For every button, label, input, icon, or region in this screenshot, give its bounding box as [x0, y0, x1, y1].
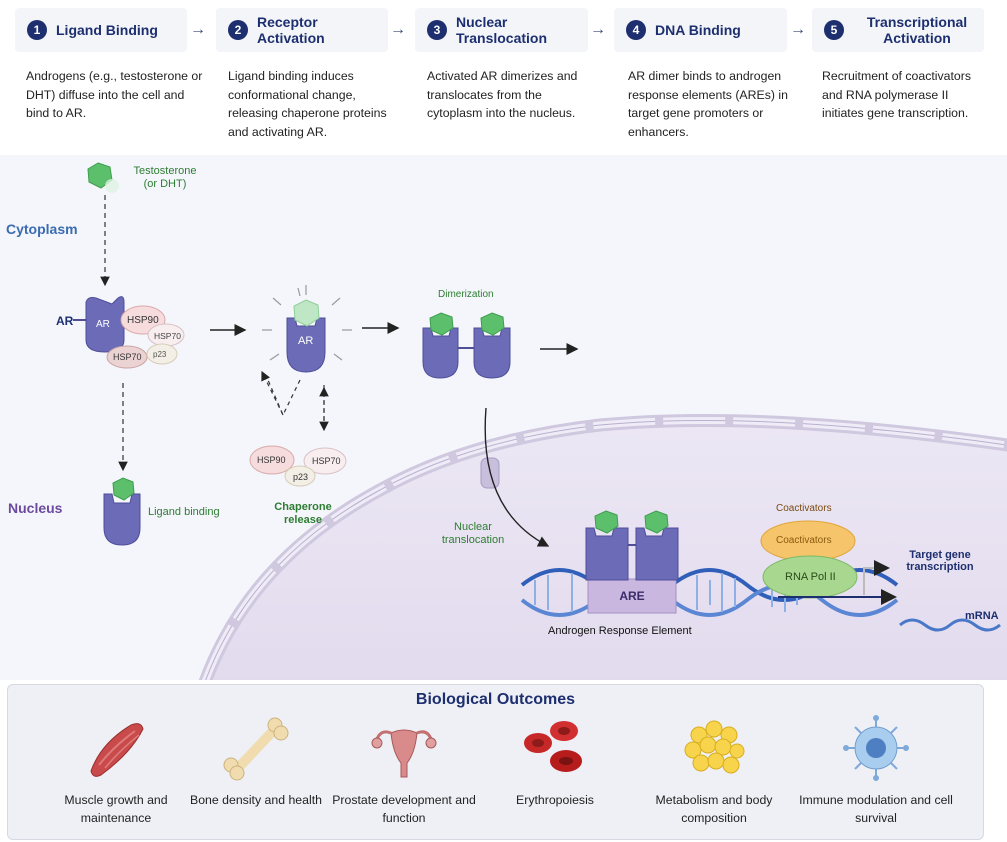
- outcomes-title: Biological Outcomes: [415, 691, 576, 708]
- pathway-diagram: Testosterone (or DHT) Cytoplasm Nucleus …: [0, 155, 1007, 680]
- step-5-title: Transcriptional Activation: [866, 14, 968, 46]
- hsp70-label-released: HSP70: [312, 456, 341, 466]
- step-2-description: Ligand binding induces conformational ch…: [228, 69, 387, 139]
- step-4-header: 4 DNA Binding: [614, 8, 787, 52]
- hsp90-label-complex: HSP90: [127, 315, 159, 326]
- step-1-header: 1 Ligand Binding: [15, 8, 187, 52]
- step-2-header: 2 Receptor Activation: [216, 8, 388, 52]
- outcome-erythropoiesis: Erythropoiesis: [475, 713, 635, 809]
- step-3-number: 3: [427, 20, 447, 40]
- hsp70-label-complex-1: HSP70: [154, 331, 181, 341]
- step-arrow-4: →: [790, 21, 806, 38]
- step-arrow-1: →: [190, 21, 206, 38]
- nuclear-translocation-label: Nuclear translocation: [441, 521, 505, 546]
- dna-bound-dimer: [585, 510, 679, 581]
- outcome-prostate: Prostate development and function: [324, 713, 484, 827]
- step-1-description: Androgens (e.g., testosterone or DHT) di…: [26, 69, 203, 120]
- are-caption: Androgen Response Element: [548, 625, 692, 637]
- chaperone-release-label: Chaperone release: [274, 501, 332, 526]
- step-5-header: 5 Transcriptional Activation: [812, 8, 984, 52]
- outcome-metabolism: Metabolism and body composition: [634, 713, 794, 827]
- nucleus-label: Nucleus: [8, 500, 63, 516]
- testosterone-ligand: [87, 162, 119, 193]
- transcription-start-arrow: [863, 560, 890, 595]
- step-3-description: Activated AR dimerizes and translocates …: [427, 69, 578, 120]
- testosterone-label: Testosterone (or DHT): [133, 165, 197, 190]
- coactivators-title-label: Coactivators: [776, 503, 832, 514]
- red-blood-cells-icon: [524, 721, 582, 772]
- outcome-bone-label: Bone density and health: [190, 793, 322, 807]
- step-arrow-3: →: [590, 21, 606, 38]
- p23-label-complex: p23: [153, 350, 167, 359]
- target-gene-label: Target gene transcription: [906, 549, 974, 573]
- outcome-metabolism-label: Metabolism and body composition: [655, 793, 773, 825]
- step-2-title: Receptor Activation: [257, 14, 325, 46]
- fat-cells-icon: [684, 720, 745, 774]
- hsp90-label-released: HSP90: [257, 455, 286, 465]
- outcome-muscle: Muscle growth and maintenance: [36, 713, 196, 827]
- rna-pol-label: RNA Pol II: [785, 571, 836, 583]
- ar-label-activated: AR: [298, 335, 314, 347]
- step-1-number: 1: [27, 20, 47, 40]
- prostate-icon: [371, 729, 437, 778]
- step-4-title: DNA Binding: [655, 22, 741, 38]
- are-label: ARE: [619, 589, 645, 603]
- mrna-strand: [899, 618, 1001, 632]
- ligand-binding-label: Ligand binding: [148, 506, 220, 518]
- nuclear-translocation-arrow: [484, 407, 550, 547]
- dimerization-label: Dimerization: [438, 289, 494, 300]
- outcome-muscle-label: Muscle growth and maintenance: [64, 793, 168, 825]
- coactivators-label: Coactivators: [776, 535, 832, 546]
- biological-outcomes-panel: Biological Outcomes Muscle growth and ma…: [7, 684, 984, 840]
- ar-dimer: [422, 312, 511, 379]
- outcome-immune-label: Immune modulation and cell survival: [799, 793, 953, 825]
- outcome-erythropoiesis-label: Erythropoiesis: [516, 793, 594, 807]
- outcome-prostate-label: Prostate development and function: [332, 793, 476, 825]
- p23-label-released: p23: [293, 472, 309, 482]
- ar-label-complex: AR: [96, 319, 110, 330]
- step-5-description: Recruitment of coactivators and RNA poly…: [822, 69, 971, 120]
- step-4-number: 4: [626, 20, 646, 40]
- outcome-bone: Bone density and health: [176, 713, 336, 809]
- outcome-immune: Immune modulation and cell survival: [796, 713, 956, 827]
- step-4-description: AR dimer binds to androgen response elem…: [628, 69, 788, 139]
- pathway-diagram-svg: [73, 162, 1007, 680]
- step-5-number: 5: [824, 20, 844, 40]
- activated-ar: [262, 285, 352, 373]
- step-3-title: Nuclear Translocation: [456, 14, 548, 46]
- cytoplasm-label: Cytoplasm: [6, 221, 78, 237]
- released-chaperones: [249, 445, 347, 487]
- bone-icon: [223, 717, 289, 781]
- immune-cell-icon: [843, 715, 909, 781]
- step-2-number: 2: [228, 20, 248, 40]
- chaperone-release-arrow-out: [261, 370, 284, 416]
- steps-header: 1 Ligand Binding → 2 Receptor Activation…: [0, 0, 1007, 155]
- ligand-bound-ar: [103, 477, 141, 546]
- step-arrow-2: →: [390, 21, 406, 38]
- muscle-icon: [90, 723, 144, 777]
- ar-chaperone-complex: [73, 296, 185, 369]
- step-1-title: Ligand Binding: [56, 22, 158, 38]
- chaperone-release-arrow-left: [267, 379, 301, 417]
- step-3-header: 3 Nuclear Translocation: [415, 8, 588, 52]
- mrna-label: mRNA: [965, 610, 999, 622]
- ar-side-label: AR: [56, 314, 74, 328]
- are-box: [587, 578, 677, 614]
- hsp70-label-complex-2: HSP70: [113, 352, 142, 362]
